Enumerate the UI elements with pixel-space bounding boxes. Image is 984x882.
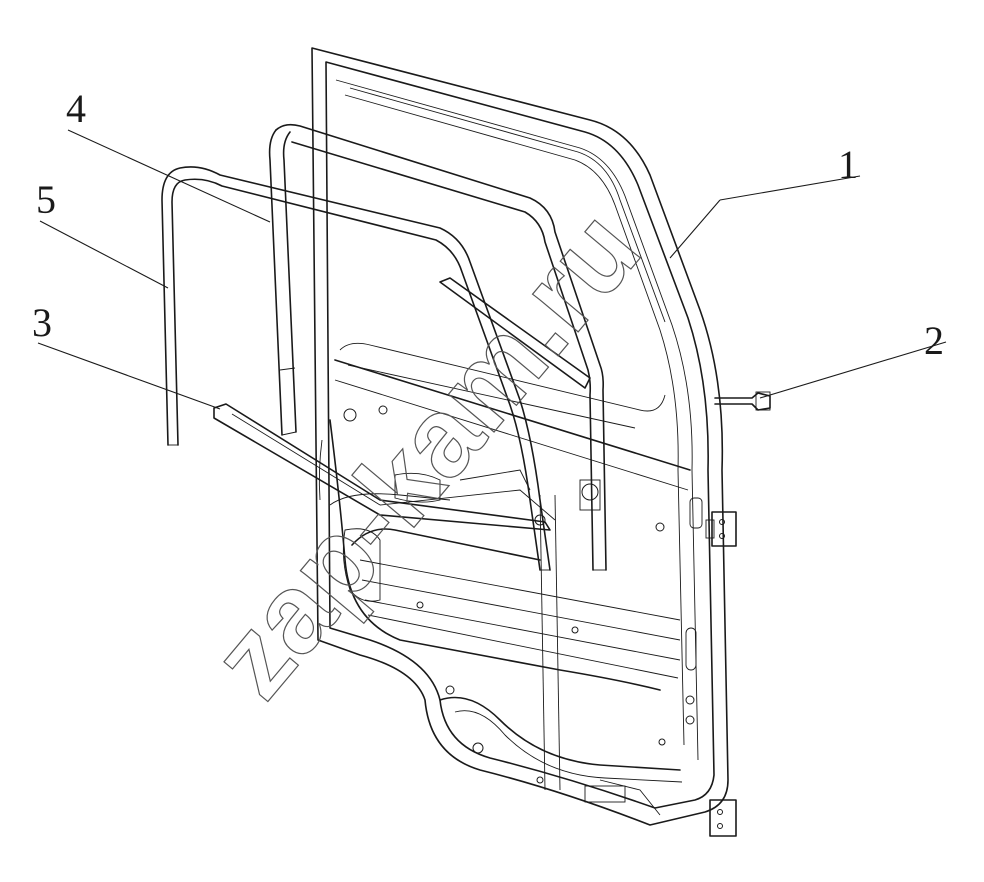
callout-2: 2 (759, 318, 947, 399)
part-1-window-seal (349, 87, 666, 323)
part-2-handle-cable (714, 391, 771, 411)
door-inner-panel (318, 405, 703, 816)
callout-3: 3 (32, 300, 221, 410)
part-5-glass-guide (161, 166, 551, 571)
callout-5: 5 (36, 177, 169, 289)
callout-4: 4 (66, 86, 271, 223)
callout-2-label: 2 (924, 318, 944, 363)
watermark-text: zap-kam.ru (188, 187, 664, 720)
callout-3-label: 3 (32, 300, 52, 345)
callout-5-label: 5 (36, 177, 56, 222)
callout-4-label: 4 (66, 86, 86, 131)
door-frame (311, 47, 729, 826)
hinge-lower (709, 799, 737, 837)
callout-1-label: 1 (838, 142, 858, 187)
part-4-run-channel (268, 123, 607, 571)
hinge-upper (705, 511, 737, 547)
callout-1: 1 (669, 142, 861, 259)
part-3-regulator-arm (213, 277, 601, 531)
